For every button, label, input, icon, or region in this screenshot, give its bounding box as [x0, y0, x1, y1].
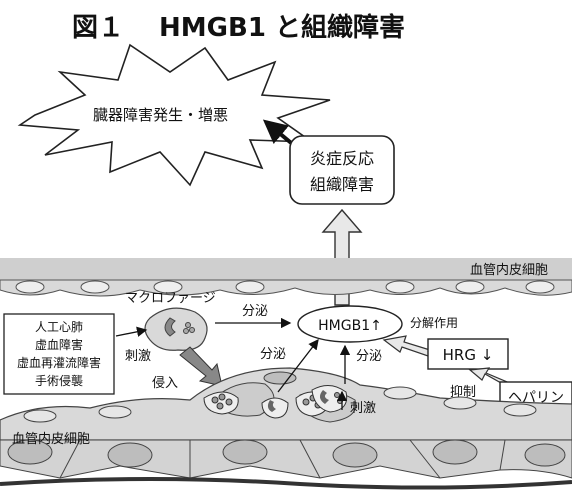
secretion-macrophage-label: 分泌 [242, 304, 268, 319]
organ-damage-starburst [17, 43, 331, 187]
inflammation-label-2: 組織障害 [310, 175, 374, 194]
lower-nucleus [7, 439, 53, 465]
upper-nucleus [153, 280, 183, 294]
arrow-stimulus-macrophage [115, 326, 148, 337]
upper-nucleus [80, 280, 110, 294]
granule [189, 327, 195, 333]
hrg-box [427, 338, 509, 370]
secretion-right-label: 分泌 [356, 349, 382, 364]
lower-nucleus [332, 442, 378, 468]
cell-boundary [59, 439, 81, 479]
macrophage-label: マクロファージ [125, 291, 216, 306]
arrow-secretion-mid [277, 338, 319, 393]
hrg-label: HRG ↓ [443, 346, 494, 364]
invasion-arrow [179, 346, 223, 387]
granule [183, 328, 189, 334]
vessel-wall-line [0, 477, 572, 490]
lower-nucleus [524, 443, 566, 467]
inflammation-label-1: 炎症反応 [310, 149, 374, 168]
cause-item: 虚血障害 [35, 337, 83, 352]
granule [185, 322, 191, 328]
lower-nucleus [222, 439, 268, 465]
endothelial-nucleus [383, 386, 417, 400]
upper-nucleus [455, 280, 485, 294]
lower-nucleus [432, 439, 478, 465]
upper-vessel-band [0, 258, 572, 280]
endothelium-top-label: 血管内皮細胞 [470, 262, 548, 278]
cause-item: 虚血再灌流障害 [17, 355, 101, 370]
organ-damage-label: 臓器障害発生・増悪 [93, 106, 228, 124]
upper-nucleus [235, 280, 265, 294]
endothelial-nucleus [98, 405, 132, 419]
cause-item: 人工心肺 [35, 320, 83, 334]
stimulus-left-label: 刺激 [125, 349, 151, 364]
upper-cell-layer [0, 279, 572, 297]
endothelial-nucleus [263, 371, 297, 385]
upper-nucleus [385, 280, 415, 294]
figure-title: 図１ HMGB1 と組織障害 [72, 12, 405, 43]
inflammation-box [289, 135, 395, 205]
suppression-label: 抑制 [450, 385, 476, 400]
secretion-mid-label: 分泌 [260, 347, 286, 362]
causes-box [3, 313, 115, 395]
endothelial-nucleus [443, 396, 477, 410]
upper-nucleus [15, 280, 45, 294]
macrophage-cell [144, 307, 208, 351]
cause-item: 手術侵襲 [35, 373, 83, 388]
degradation-label: 分解作用 [410, 316, 458, 330]
stimulus-mid-label: 刺激 [350, 401, 376, 416]
hmgb1-label: HMGB1↑ [318, 318, 382, 334]
hmgb1-ellipse [297, 305, 403, 343]
immune-cell [203, 391, 239, 415]
cell-boundary [299, 439, 321, 479]
macrophage-nucleus [164, 317, 176, 337]
invasion-label: 侵入 [152, 375, 178, 391]
cell-boundary [499, 439, 506, 471]
hollow-arrow-degradation [382, 335, 431, 357]
endothelial-nucleus [23, 409, 57, 423]
endothelial-nucleus [503, 403, 537, 417]
cell-boundary [409, 439, 441, 479]
immune-cell [261, 397, 289, 419]
endothelium-bottom-label: 血管内皮細胞 [12, 431, 90, 447]
upper-nucleus [525, 280, 555, 294]
lower-nucleus [107, 442, 153, 468]
